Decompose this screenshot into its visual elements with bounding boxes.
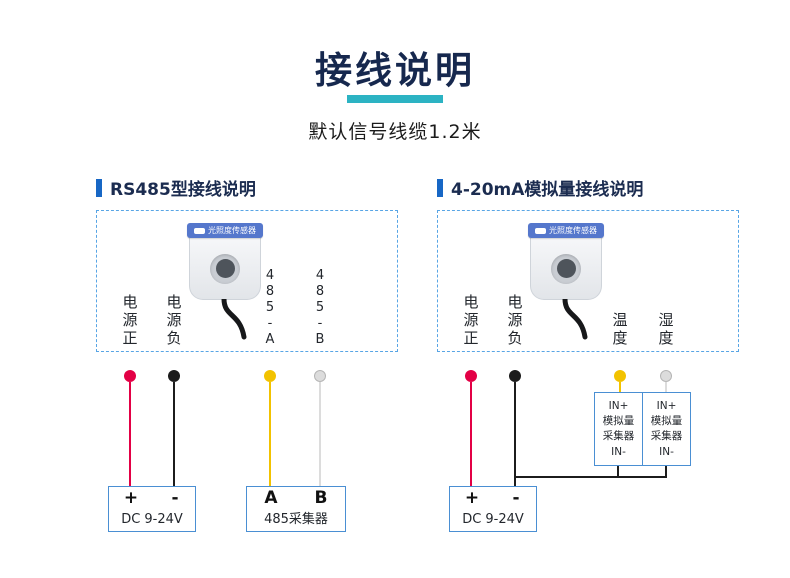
- analog-collector-label: 采集器: [650, 430, 683, 443]
- wire-label-power-positive: 电源正: [461, 294, 480, 348]
- terminal-a: A: [264, 488, 278, 508]
- wire-line-485b: [319, 382, 321, 486]
- sensor-label-band: 光照度传感器: [528, 223, 604, 238]
- analog-section-header: 4-20mA模拟量接线说明: [437, 175, 643, 200]
- analog-collector-box-temperature: IN+ 模拟量 采集器 IN-: [594, 392, 643, 466]
- wire-line-positive: [129, 382, 131, 486]
- wire-branch-negative: [514, 476, 667, 478]
- wire-dot-humidity: [660, 370, 672, 382]
- wire-label-power-negative: 电源负: [164, 294, 183, 348]
- minus-terminal: -: [512, 488, 520, 508]
- wire-dot-temperature: [614, 370, 626, 382]
- terminal-b: B: [314, 488, 328, 508]
- analog-collector-label: 模拟量: [602, 415, 635, 428]
- page-title: 接线说明: [315, 49, 475, 92]
- wire-stub-in-minus-1: [617, 466, 619, 478]
- light-sensor-device: 光照度传感器: [187, 223, 263, 300]
- wire-line-temperature: [619, 382, 621, 392]
- sensor-dome-icon: [210, 253, 240, 284]
- analog-section-title: 4-20mA模拟量接线说明: [451, 180, 644, 200]
- terminal-in-minus: IN-: [611, 445, 626, 458]
- wire-label-power-positive: 电源正: [120, 294, 139, 348]
- dc-power-label: DC 9-24V: [462, 512, 524, 527]
- wire-line-negative: [514, 382, 516, 486]
- wire-label-485b: 485-B: [312, 268, 328, 348]
- terminal-in-minus: IN-: [659, 445, 674, 458]
- brand-logo-icon: [194, 227, 205, 234]
- rs485-section-title: RS485型接线说明: [110, 180, 256, 200]
- section-marker: [437, 178, 443, 197]
- wire-dot-negative: [509, 370, 521, 382]
- sensor-body: [530, 238, 602, 300]
- brand-logo-icon: [535, 227, 546, 234]
- page-subtitle: 默认信号线缆1.2米: [308, 121, 482, 143]
- wire-line-positive: [470, 382, 472, 486]
- wire-dot-positive: [124, 370, 136, 382]
- dc-power-box: + - DC 9-24V: [449, 486, 537, 532]
- wire-stub-in-minus-2: [665, 466, 667, 478]
- title-underline-bar: [347, 95, 443, 103]
- wire-line-485a: [269, 382, 271, 486]
- sensor-name-label: 光照度传感器: [549, 226, 597, 235]
- wire-dot-positive: [465, 370, 477, 382]
- wire-label-485a: 485-A: [262, 268, 278, 348]
- plus-terminal: +: [464, 488, 480, 508]
- wire-dot-485b: [314, 370, 326, 382]
- light-sensor-device: 光照度传感器: [528, 223, 604, 300]
- plus-terminal: +: [123, 488, 139, 508]
- wire-label-humidity: 湿度: [656, 312, 675, 348]
- analog-collector-label: 采集器: [602, 430, 635, 443]
- dc-power-box: + - DC 9-24V: [108, 486, 196, 532]
- sensor-cable: [221, 299, 247, 340]
- dc-power-label: DC 9-24V: [121, 512, 183, 527]
- rs485-collector-label: 485采集器: [264, 512, 328, 527]
- rs485-collector-box: A B 485采集器: [246, 486, 346, 532]
- section-marker: [96, 178, 102, 197]
- sensor-name-label: 光照度传感器: [208, 226, 256, 235]
- sensor-dome-icon: [551, 253, 581, 284]
- wire-label-temperature: 温度: [610, 312, 629, 348]
- wire-line-negative: [173, 382, 175, 486]
- sensor-cable: [562, 299, 588, 340]
- sensor-label-band: 光照度传感器: [187, 223, 263, 238]
- terminal-in-plus: IN+: [608, 399, 629, 412]
- sensor-body: [189, 238, 261, 300]
- terminal-in-plus: IN+: [656, 399, 677, 412]
- analog-collector-box-humidity: IN+ 模拟量 采集器 IN-: [642, 392, 691, 466]
- wire-dot-negative: [168, 370, 180, 382]
- wire-dot-485a: [264, 370, 276, 382]
- rs485-section-header: RS485型接线说明: [96, 175, 256, 200]
- minus-terminal: -: [171, 488, 179, 508]
- wire-label-power-negative: 电源负: [505, 294, 524, 348]
- wire-line-humidity: [665, 382, 667, 392]
- analog-collector-label: 模拟量: [650, 415, 683, 428]
